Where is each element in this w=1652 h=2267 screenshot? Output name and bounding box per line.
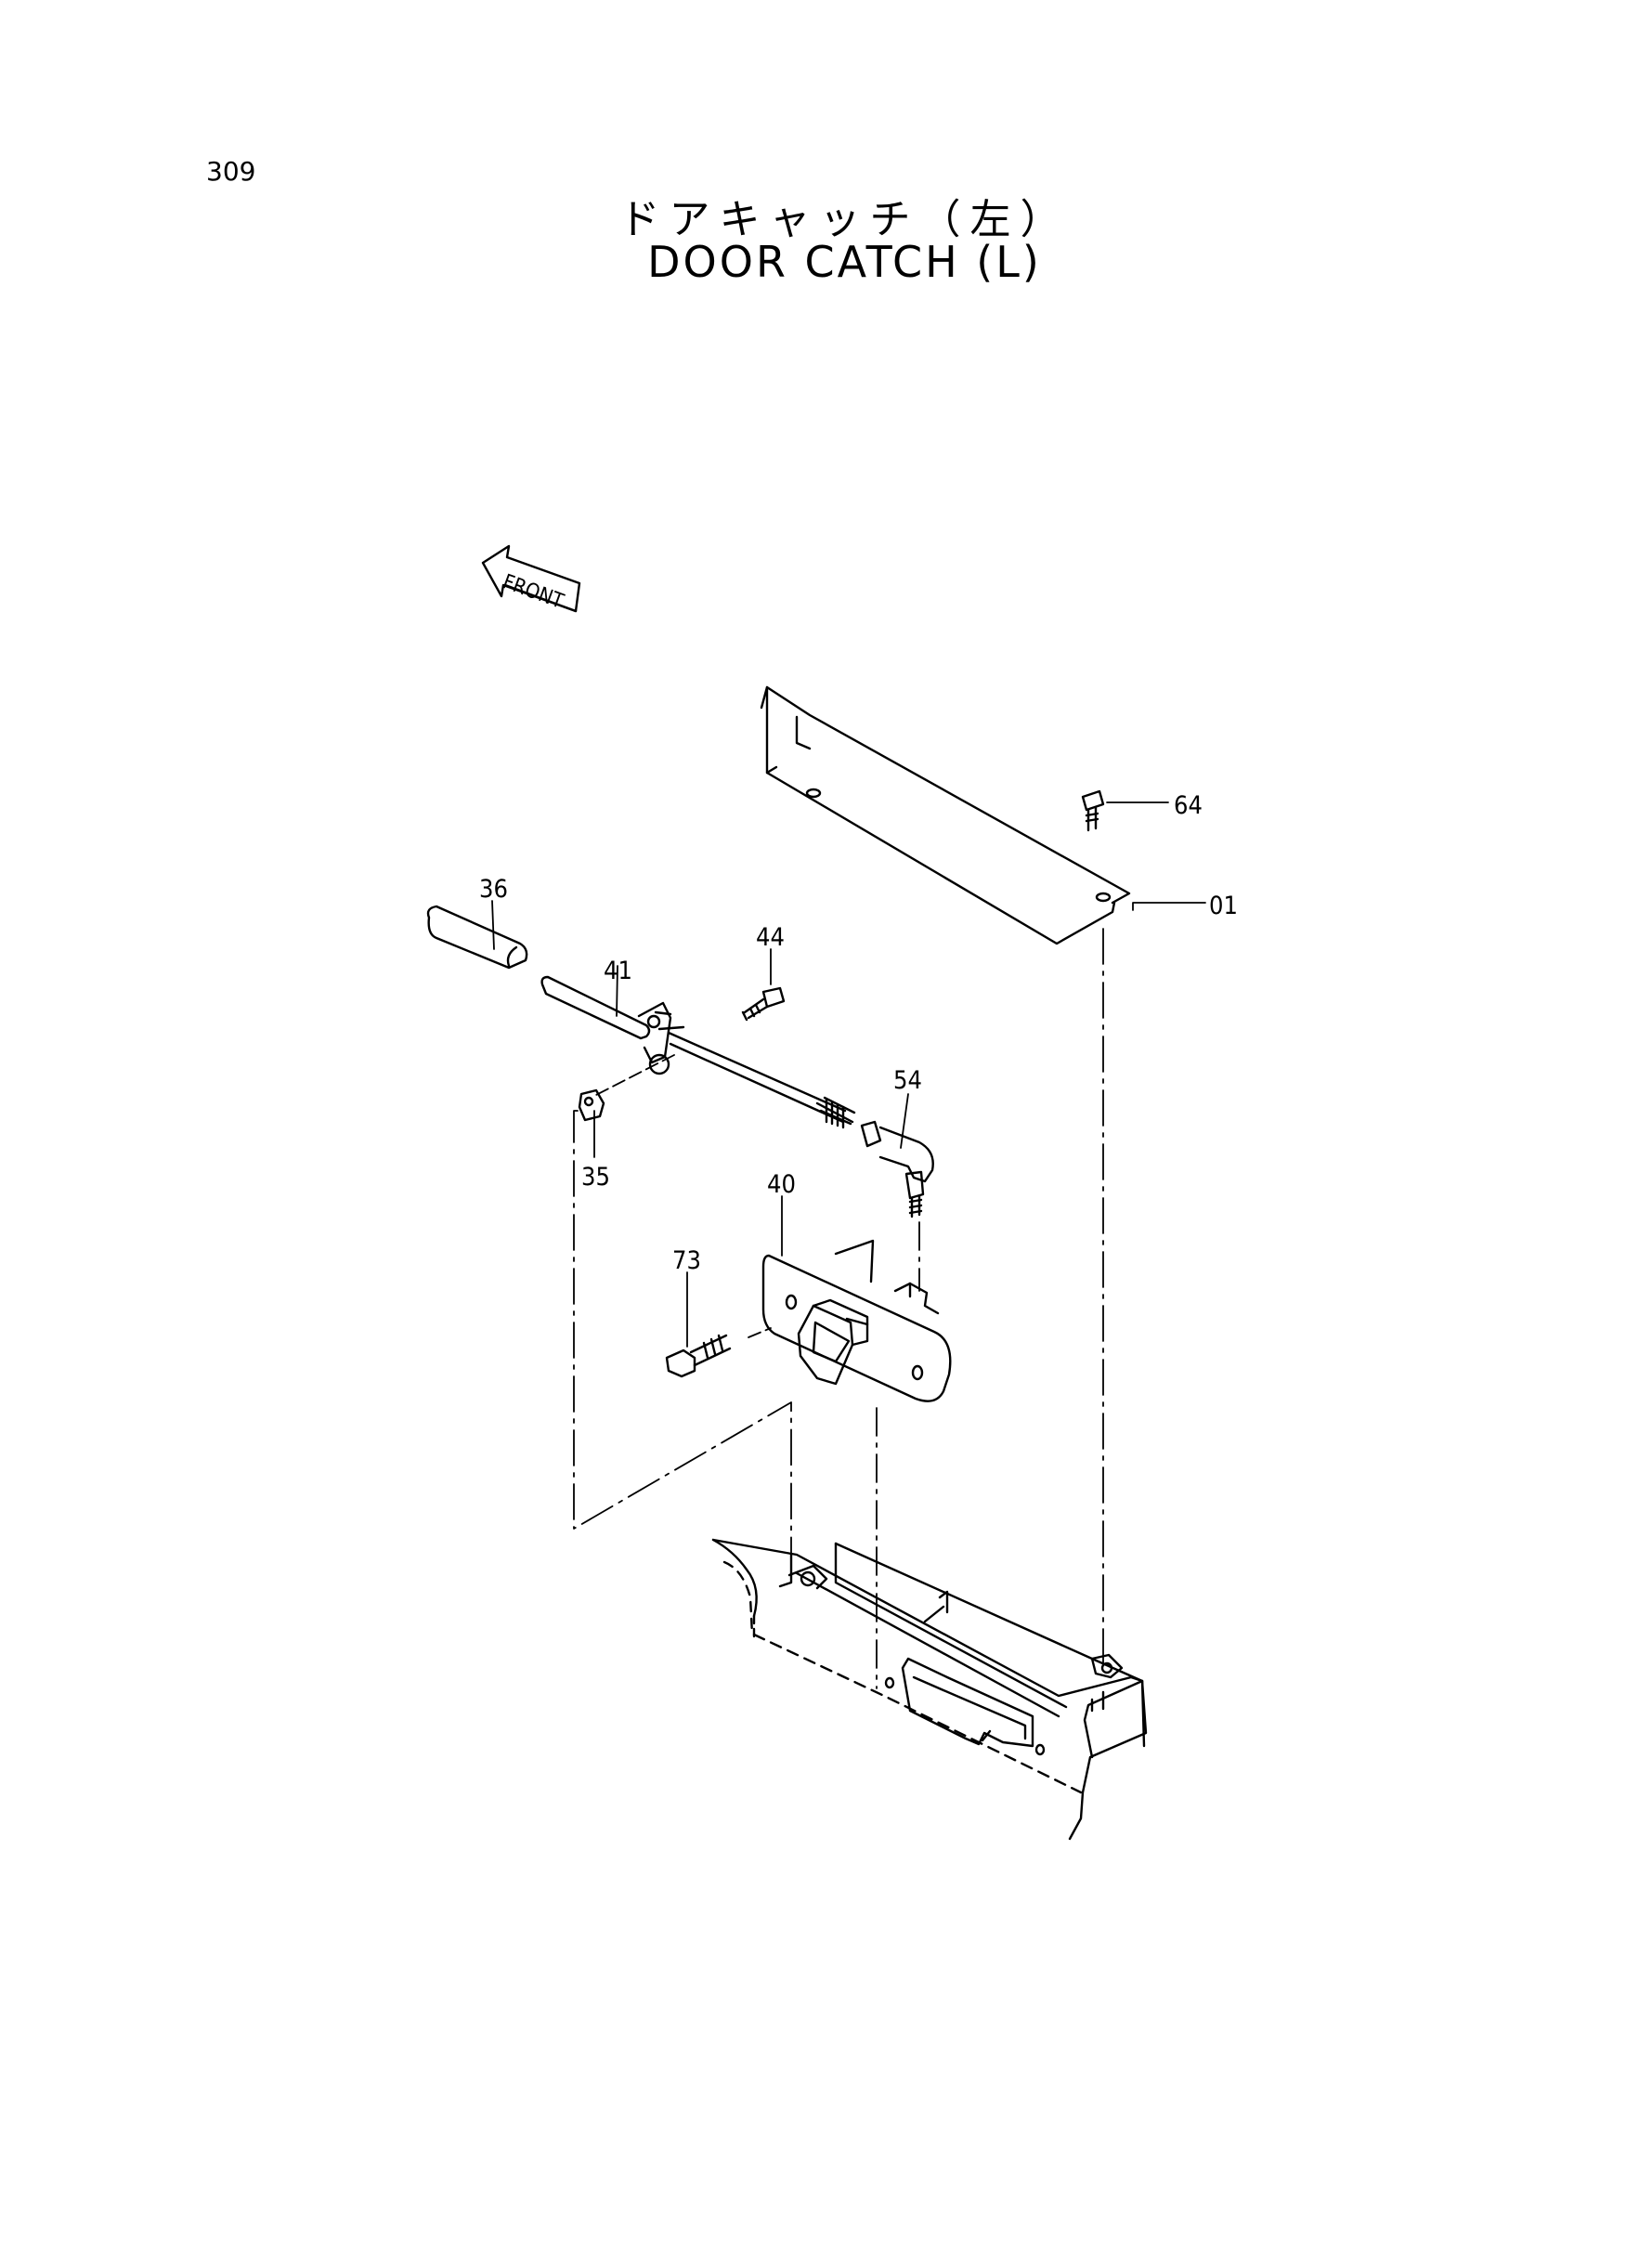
assembly-guide-lines: [573, 928, 1104, 1689]
callout-64: 64: [1174, 791, 1203, 820]
callout-41: 41: [604, 957, 632, 985]
page-number: 309: [206, 156, 256, 187]
joint-part-54: [860, 1120, 934, 1218]
title-japanese: ドアキャッチ（左）: [618, 196, 1071, 243]
title-english: DOOR CATCH (L): [647, 237, 1042, 287]
callout-40: 40: [767, 1170, 796, 1199]
mounting-frame: [711, 1538, 1148, 1841]
catch-part-40: [761, 1239, 952, 1402]
bolt-part-64: [1081, 789, 1105, 832]
nut-part-35: [578, 1088, 605, 1122]
bracket-part-01: [760, 685, 1131, 945]
front-arrow-icon: FRONT: [481, 544, 581, 614]
callout-35: 35: [581, 1163, 610, 1192]
bolt-part-73: [665, 1334, 732, 1378]
front-label: FRONT: [500, 570, 567, 614]
callout-36: 36: [479, 875, 508, 904]
callout-01: 01: [1209, 892, 1238, 920]
callout-54: 54: [893, 1066, 922, 1095]
cover-part-36: [426, 905, 528, 970]
lever-part-41: [540, 975, 856, 1129]
callout-labels: 64 01 36 44 41 54 35 40 73: [479, 791, 1238, 1275]
callout-44: 44: [756, 923, 785, 952]
leader-lines: [491, 801, 1206, 1348]
callout-73: 73: [672, 1246, 701, 1275]
bolt-part-44: [741, 986, 786, 1022]
